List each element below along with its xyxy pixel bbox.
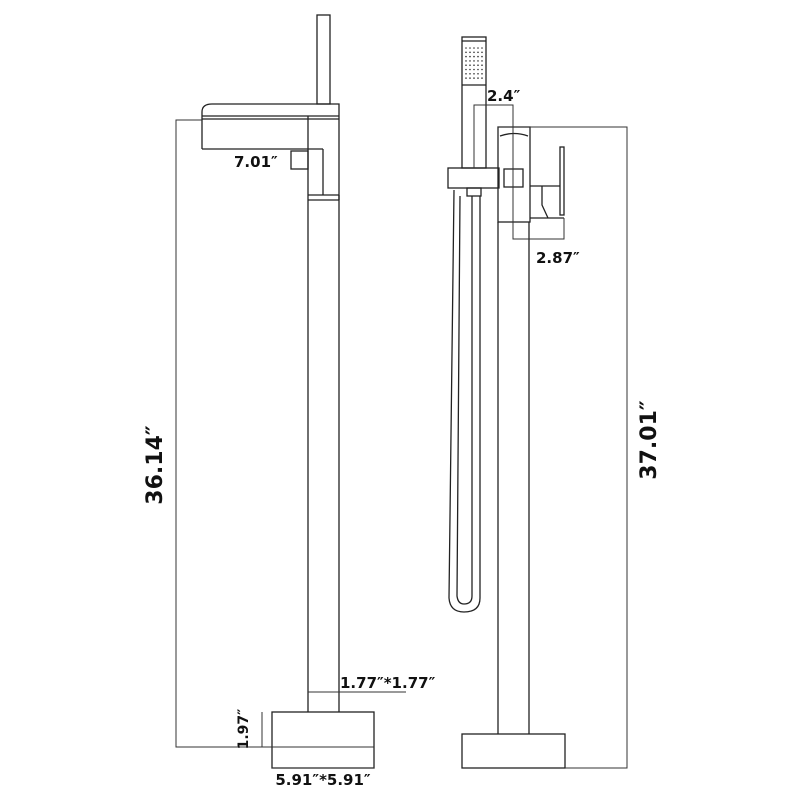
shower-holder [447, 167, 500, 189]
hose-inner [456, 195, 473, 605]
pipe-size-label: 1.77″*1.77″ [340, 674, 436, 692]
spout-reach-label: 7.01″ [234, 153, 278, 171]
valve-body [497, 126, 531, 223]
offset-dimension-lines [473, 104, 565, 240]
handle-stem [316, 14, 331, 105]
base-plate [461, 733, 566, 769]
hose-outer [448, 189, 481, 613]
base-height-label: 1.97″ [236, 709, 252, 750]
spout-connector [290, 150, 309, 170]
left-height-label: 36.14″ [143, 425, 168, 505]
spout [201, 103, 340, 200]
handle-block [530, 185, 564, 219]
height-dimension-line [175, 119, 374, 748]
handshower-offset-label: 2.4″ [487, 87, 521, 105]
handle-depth-label: 2.87″ [536, 249, 580, 267]
base-size-label: 5.91″*5.91″ [275, 771, 371, 789]
height-dimension-line [498, 126, 628, 769]
spray-nozzles-icon [465, 47, 483, 79]
hose-nut [466, 187, 482, 197]
right-faucet-view [447, 36, 628, 769]
handle-lever [559, 146, 565, 216]
base-plate [271, 711, 375, 769]
left-faucet-view [175, 14, 406, 769]
right-height-label: 37.01″ [637, 400, 662, 480]
